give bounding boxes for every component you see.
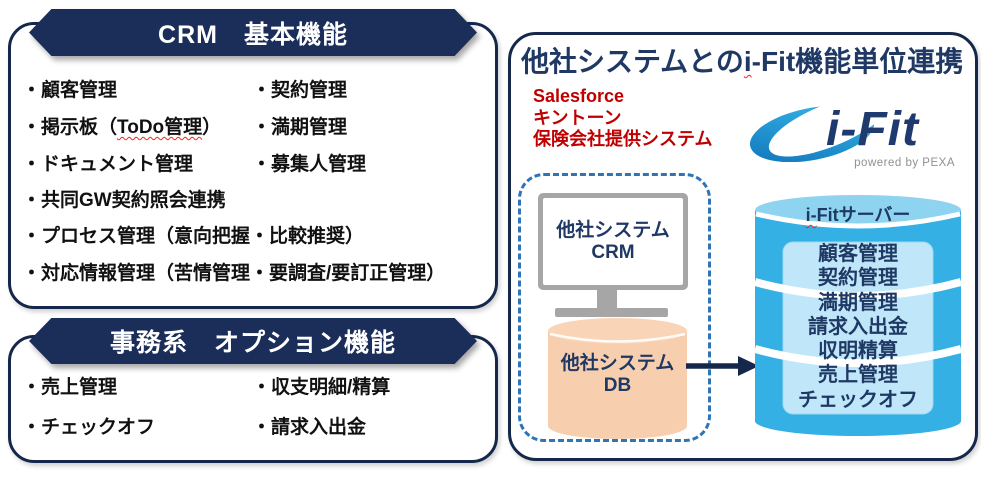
external-db-label: 他社システム DB — [548, 353, 687, 397]
external-db-line1: 他社システム — [560, 353, 675, 374]
ifit-server-cylinder-icon — [755, 195, 961, 436]
server-func-item: 収明精算 — [818, 340, 898, 363]
crm-basic-header-ribbon: CRM 基本機能 — [29, 9, 477, 56]
list-item-response: ・対応情報管理（苦情管理・要調査/要訂正管理） — [22, 263, 446, 284]
list-item-sales: ・売上管理 — [22, 377, 118, 398]
external-system-salesforce: Salesforce — [533, 86, 625, 106]
list-item-statement: ・収支明細/精算 — [252, 377, 391, 398]
options-header: 事務系 オプション機能 — [29, 318, 477, 364]
server-func-item: 契約管理 — [818, 267, 898, 290]
external-db-line2: DB — [603, 375, 632, 396]
external-system-group — [518, 173, 711, 442]
monitor-stand-base — [555, 308, 668, 317]
board-post: ） — [202, 117, 222, 138]
ifit-server-function-list: 顧客管理 契約管理 満期管理 請求入出金 収明精算 売上管理 チェックオフ — [783, 242, 933, 412]
integration-title-pre: 他社システムとの — [521, 46, 744, 77]
crm-basic-box — [8, 22, 498, 309]
list-item-agents: ・募集人管理 — [252, 154, 367, 175]
server-func-item: 請求入出金 — [808, 315, 908, 338]
server-func-item: 顧客管理 — [818, 243, 898, 265]
ifit-logo-wordmark: i-Fit — [826, 103, 919, 156]
integration-title-spellcheck: i — [743, 46, 752, 77]
list-item-checkoff: ・チェックオフ — [22, 417, 156, 438]
external-systems-list: Salesforce キントーン 保険会社提供システム — [533, 86, 712, 151]
external-db-cylinder-icon — [548, 318, 687, 439]
external-system-kintone: キントーン — [533, 107, 622, 128]
list-item-billing: ・請求入出金 — [252, 417, 367, 438]
list-item-document: ・ドキュメント管理 — [22, 154, 194, 175]
options-header-ribbon: 事務系 オプション機能 — [29, 318, 477, 364]
server-func-item: チェックオフ — [798, 388, 918, 411]
monitor-label-line1: 他社システム — [556, 219, 670, 241]
board-todo-spellcheck: ToDo管理 — [117, 117, 203, 138]
ifit-server-title: i-Fitサーバー — [755, 201, 961, 227]
server-title-rest: Fitサーバー — [816, 205, 911, 225]
server-title-spellcheck: i- — [805, 205, 817, 225]
server-func-item: 売上管理 — [818, 364, 898, 387]
monitor-icon: 他社システム CRM — [538, 193, 688, 290]
external-system-insurer: 保険会社提供システム — [533, 129, 713, 149]
list-item-board: ・掲示板（ToDo管理） — [22, 117, 221, 139]
list-item-maturity: ・満期管理 — [252, 117, 348, 138]
crm-basic-title: CRM 基本機能 — [158, 20, 348, 49]
crm-basic-header: CRM 基本機能 — [29, 9, 477, 56]
monitor-stand-neck — [597, 290, 617, 308]
options-title: 事務系 オプション機能 — [109, 329, 396, 357]
monitor-label-line2: CRM — [591, 241, 635, 263]
list-item-process: ・プロセス管理（意向把握・比較推奨） — [22, 226, 365, 247]
monitor-screen: 他社システム CRM — [543, 198, 683, 285]
server-func-item: 満期管理 — [818, 291, 898, 314]
list-item-gw: ・共同GW契約照会連携 — [22, 190, 226, 211]
ifit-logo-tagline: powered by PEXA — [854, 157, 955, 169]
arrow-right-icon — [686, 356, 759, 376]
ifit-logo-swoosh-icon — [749, 106, 875, 162]
integration-title-post: -Fit機能単位連携 — [751, 46, 964, 77]
board-pre: ・掲示板（ — [22, 117, 118, 138]
list-item-customer: ・顧客管理 — [22, 80, 118, 101]
list-item-contract: ・契約管理 — [252, 80, 348, 101]
integration-title: 他社システムとのi-Fit機能単位連携 — [521, 47, 969, 77]
